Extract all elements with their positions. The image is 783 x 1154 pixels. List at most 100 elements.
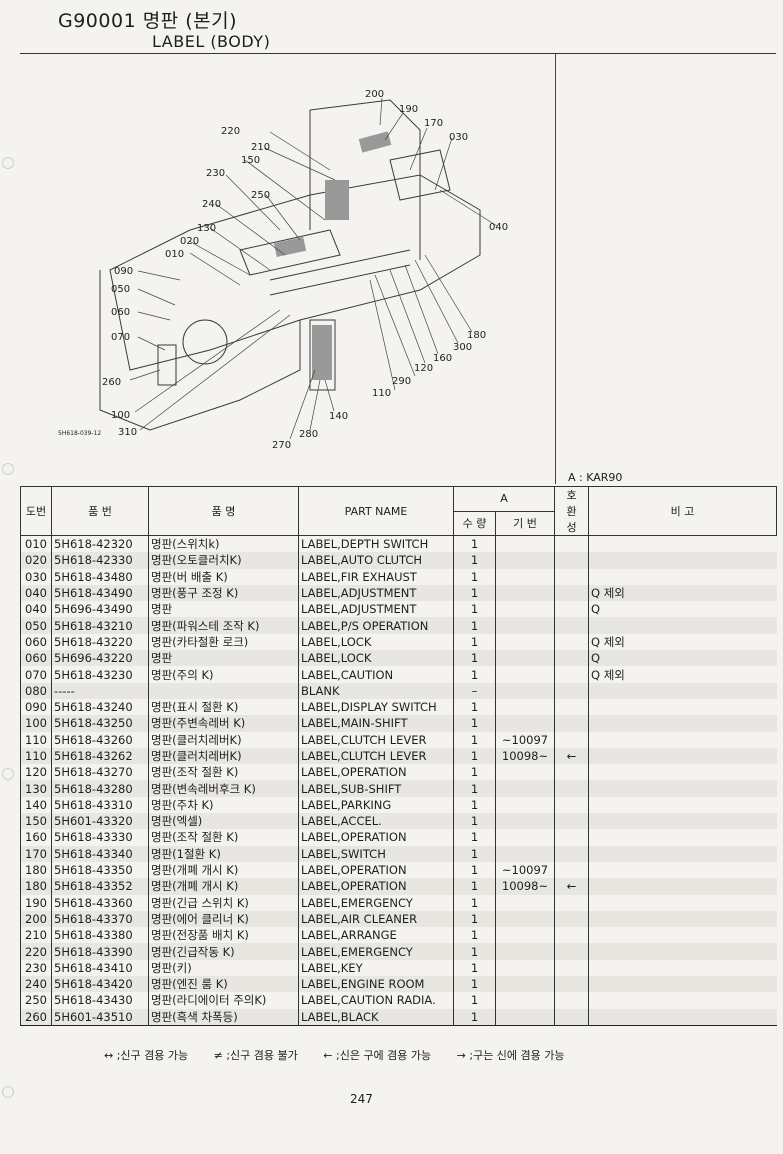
name-kr-cell: 명판(변속레버후크 K)	[148, 780, 299, 797]
compat-cell	[554, 829, 589, 846]
name-kr-cell: 명판	[148, 650, 299, 667]
remark-cell: Q 제외	[588, 584, 777, 602]
compat-cell	[554, 943, 589, 960]
column-divider	[555, 54, 556, 484]
part-name-cell: LABEL,PARKING	[298, 796, 454, 814]
binder-hole	[2, 1086, 14, 1098]
compat-cell	[554, 535, 589, 553]
part-number-cell: 5H618-43262	[51, 747, 149, 765]
qty-cell: 1	[453, 584, 496, 602]
remark-cell	[588, 943, 777, 960]
serial-cell: ~10097	[495, 731, 555, 748]
qty-cell: 1	[453, 747, 496, 765]
qty-cell: 1	[453, 927, 496, 944]
qty-cell: 1	[453, 878, 496, 895]
part-number-cell: 5H618-43370	[51, 910, 149, 928]
serial-cell	[495, 796, 555, 814]
callout-label: 180	[467, 330, 486, 341]
callout-label: 290	[392, 376, 411, 387]
remark-cell	[588, 976, 777, 993]
part-name-cell: LABEL,EMERGENCY	[298, 894, 454, 911]
qty-cell: 1	[453, 552, 496, 569]
callout-label: 300	[453, 342, 472, 353]
name-kr-cell: 명판(클러치레버K)	[148, 747, 299, 765]
callout-label: 190	[399, 104, 418, 115]
part-number-cell: 5H618-43340	[51, 845, 149, 862]
part-name-cell: LABEL,AIR CLEANER	[298, 910, 454, 928]
part-number-cell: 5H618-43360	[51, 894, 149, 911]
remark-cell	[588, 617, 777, 634]
compat-cell	[554, 894, 589, 911]
serial-cell	[495, 992, 555, 1009]
qty-cell: 1	[453, 633, 496, 651]
name-kr-cell: 명판(풍구 조정 K)	[148, 584, 299, 602]
binder-hole	[2, 768, 14, 780]
qty-cell: 1	[453, 780, 496, 797]
name-kr-cell: 명판(개폐 개시 K)	[148, 861, 299, 879]
col-header-part-name: PART NAME	[298, 486, 454, 536]
name-kr-cell: 명판(긴급 스위치 K)	[148, 894, 299, 911]
name-kr-cell: 명판(파워스테 조작 K)	[148, 617, 299, 634]
remark-cell	[588, 959, 777, 977]
qty-cell: 1	[453, 764, 496, 781]
part-number-cell: 5H618-43210	[51, 617, 149, 634]
part-number-cell: 5H618-43260	[51, 731, 149, 748]
compat-cell	[554, 731, 589, 748]
serial-cell	[495, 568, 555, 585]
compat-cell	[554, 1008, 589, 1026]
row-no-cell: 150	[20, 813, 52, 830]
part-name-cell: LABEL,MAIN-SHIFT	[298, 715, 454, 732]
remark-cell	[588, 715, 777, 732]
compat-cell	[554, 650, 589, 667]
part-number-cell: 5H618-43480	[51, 568, 149, 585]
remark-cell	[588, 813, 777, 830]
qty-cell: 1	[453, 845, 496, 862]
row-no-cell: 110	[20, 747, 52, 765]
serial-cell	[495, 845, 555, 862]
serial-cell	[495, 650, 555, 667]
part-name-cell: LABEL,ADJUSTMENT	[298, 601, 454, 618]
compat-cell	[554, 976, 589, 993]
remark-cell	[588, 878, 777, 895]
name-kr-cell: 명판(1절환 K)	[148, 845, 299, 862]
qty-cell: 1	[453, 894, 496, 911]
col-header-group-a: A	[453, 486, 555, 512]
callout-label: 270	[272, 440, 291, 451]
compat-cell	[554, 568, 589, 585]
part-number-cell: 5H618-42320	[51, 535, 149, 553]
row-no-cell: 130	[20, 780, 52, 797]
row-no-cell: 170	[20, 845, 52, 862]
callout-label: 250	[251, 190, 270, 201]
part-number-cell: 5H618-43380	[51, 927, 149, 944]
serial-cell	[495, 780, 555, 797]
name-kr-cell: 명판(표시 절환 K)	[148, 698, 299, 716]
remark-cell	[588, 535, 777, 553]
col-header-qty: 수 량	[453, 510, 496, 536]
name-kr-cell: 명판(클러치레버K)	[148, 731, 299, 748]
row-no-cell: 190	[20, 894, 52, 911]
part-name-cell: LABEL,LOCK	[298, 633, 454, 651]
name-kr-cell: 명판(오토클러치K)	[148, 552, 299, 569]
name-kr-cell: 명판(흑색 차폭등)	[148, 1008, 299, 1026]
part-number-cell: 5H618-42330	[51, 552, 149, 569]
callout-label: 040	[489, 222, 508, 233]
name-kr-cell: 명판(개폐 개시 K)	[148, 878, 299, 895]
qty-cell: 1	[453, 861, 496, 879]
name-kr-cell: 명판(스위치k)	[148, 535, 299, 553]
col-header-no: 도번	[20, 486, 52, 536]
part-name-cell: BLANK	[298, 682, 454, 699]
serial-cell	[495, 552, 555, 569]
serial-cell: ~10097	[495, 861, 555, 879]
callout-label: 050	[111, 284, 130, 295]
part-number-cell: -----	[51, 682, 149, 699]
